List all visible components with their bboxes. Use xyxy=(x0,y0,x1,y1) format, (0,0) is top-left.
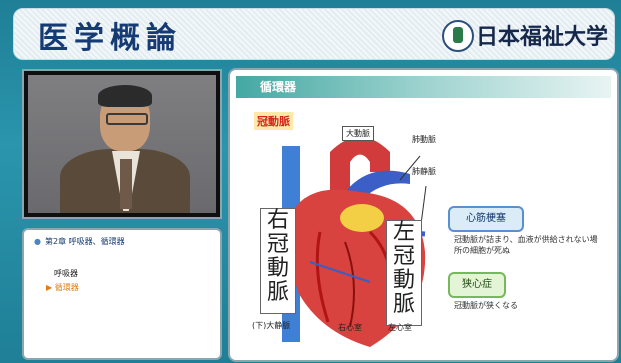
presenter-glasses xyxy=(106,113,148,125)
coronary-branch-shape xyxy=(344,241,355,328)
slide-panel: 循環器 冠動脈 右冠動脈 左冠動脈 大動脈 肺動脈 肺静脈 (下)大静脈 右心室… xyxy=(228,68,619,362)
toc-item-respiratory[interactable]: 呼吸器 xyxy=(54,269,78,278)
right-coronary-label: 右冠動脈 xyxy=(260,208,296,314)
university-name: 日本福祉大学 xyxy=(476,25,609,50)
presenter-hair xyxy=(98,85,152,107)
table-of-contents: 第2章 呼吸器、循環器 呼吸器 循環器 xyxy=(22,228,222,360)
coronary-vein-shape xyxy=(309,261,371,283)
aorta-shape xyxy=(330,137,390,202)
header-banner: 医学概論 日本福祉大学 xyxy=(13,8,615,60)
pulmonary-vein-label: 肺静脈 xyxy=(412,167,436,176)
vena-cava-label: (下)大静脈 xyxy=(252,321,291,330)
toc-chapter[interactable]: 第2章 呼吸器、循環器 xyxy=(34,236,125,247)
pointer-pulmonary-artery xyxy=(399,155,421,181)
toc-item-circulatory[interactable]: 循環器 xyxy=(46,282,79,293)
lecture-video[interactable] xyxy=(22,69,222,219)
left-coronary-label: 左冠動脈 xyxy=(386,220,422,326)
left-ventricle-label: 左心室 xyxy=(388,323,412,332)
right-ventricle-label: 右心室 xyxy=(338,323,362,332)
video-frame xyxy=(28,75,216,213)
coronary-label: 冠動脈 xyxy=(254,112,293,130)
right-coronary-artery-shape xyxy=(315,231,330,323)
slide-title-banner: 循環器 xyxy=(236,76,611,98)
myocardial-infarction-desc: 冠動脈が詰まり、血液が供給されない場所の細胞が死ぬ xyxy=(454,235,598,255)
course-title: 医学概論 xyxy=(38,21,182,56)
university-logo-icon xyxy=(442,20,474,52)
angina-desc: 冠動脈が狭くなる xyxy=(454,301,518,310)
pulmonary-artery-label: 肺動脈 xyxy=(412,135,436,144)
presenter-tie xyxy=(120,159,132,209)
aorta-label: 大動脈 xyxy=(342,126,374,141)
angina-box: 狭心症 xyxy=(448,272,506,298)
fat-shape xyxy=(340,204,384,232)
slide-title: 循環器 xyxy=(260,80,297,94)
myocardial-infarction-box: 心筋梗塞 xyxy=(448,206,524,232)
